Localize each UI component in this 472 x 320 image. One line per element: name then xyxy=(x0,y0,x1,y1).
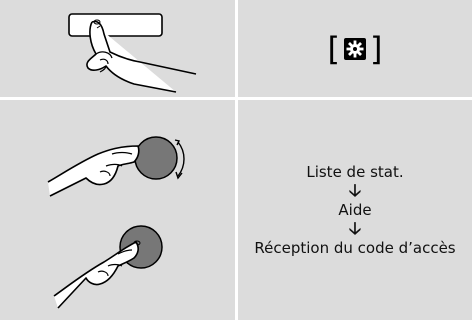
settings-key-symbol: [ ] xyxy=(328,33,383,65)
menu-item-station-list: Liste de stat. xyxy=(306,163,404,181)
menu-path-panel: Liste de stat. 🡣 Aide 🡣 Réception du cod… xyxy=(238,100,472,320)
turn-knob-illustration xyxy=(47,136,185,197)
press-knob-illustration xyxy=(53,225,163,309)
menu-item-access-code: Réception du code d’accès xyxy=(254,239,456,257)
settings-symbol-panel: [ ] xyxy=(238,0,472,97)
arrow-down-icon: 🡣 xyxy=(348,181,362,201)
menu-item-help: Aide xyxy=(338,201,372,219)
close-bracket: ] xyxy=(370,29,383,68)
gear-icon xyxy=(344,37,366,60)
arrow-down-icon: 🡣 xyxy=(348,219,362,239)
knob-illustrations xyxy=(47,136,185,309)
knob-instructions-panel xyxy=(0,100,235,320)
hand-pressing-button-illustration xyxy=(68,13,197,93)
open-bracket: [ xyxy=(327,29,340,68)
press-button-panel xyxy=(0,0,235,97)
menu-path: Liste de stat. 🡣 Aide 🡣 Réception du cod… xyxy=(254,162,455,258)
